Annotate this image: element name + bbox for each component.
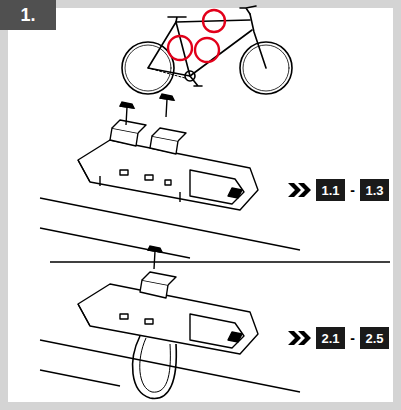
step-number: 1.1 (316, 179, 345, 201)
holder-strap-mount (40, 272, 300, 398)
screw-symbol (120, 94, 174, 125)
range-dash: - (350, 330, 355, 346)
step-number: 2.1 (316, 327, 345, 349)
mount-position-circles (168, 10, 225, 62)
screw-symbol (148, 246, 162, 269)
holder-screw-mount (40, 120, 300, 258)
range-dash: - (350, 182, 355, 198)
step-label: 2.5 (365, 331, 383, 346)
step-label: 1.3 (365, 183, 383, 198)
step-label: 1.1 (321, 183, 339, 198)
separator-line (50, 261, 390, 262)
bicycle-drawing (122, 6, 292, 94)
step-tab: 1. (0, 0, 56, 30)
chevron-symbol (288, 183, 311, 345)
step-number: 1.3 (360, 179, 389, 201)
step-label: 1. (20, 5, 35, 26)
step-label: 2.1 (321, 331, 339, 346)
panel-ground (8, 8, 393, 402)
step-number: 2.5 (360, 327, 389, 349)
